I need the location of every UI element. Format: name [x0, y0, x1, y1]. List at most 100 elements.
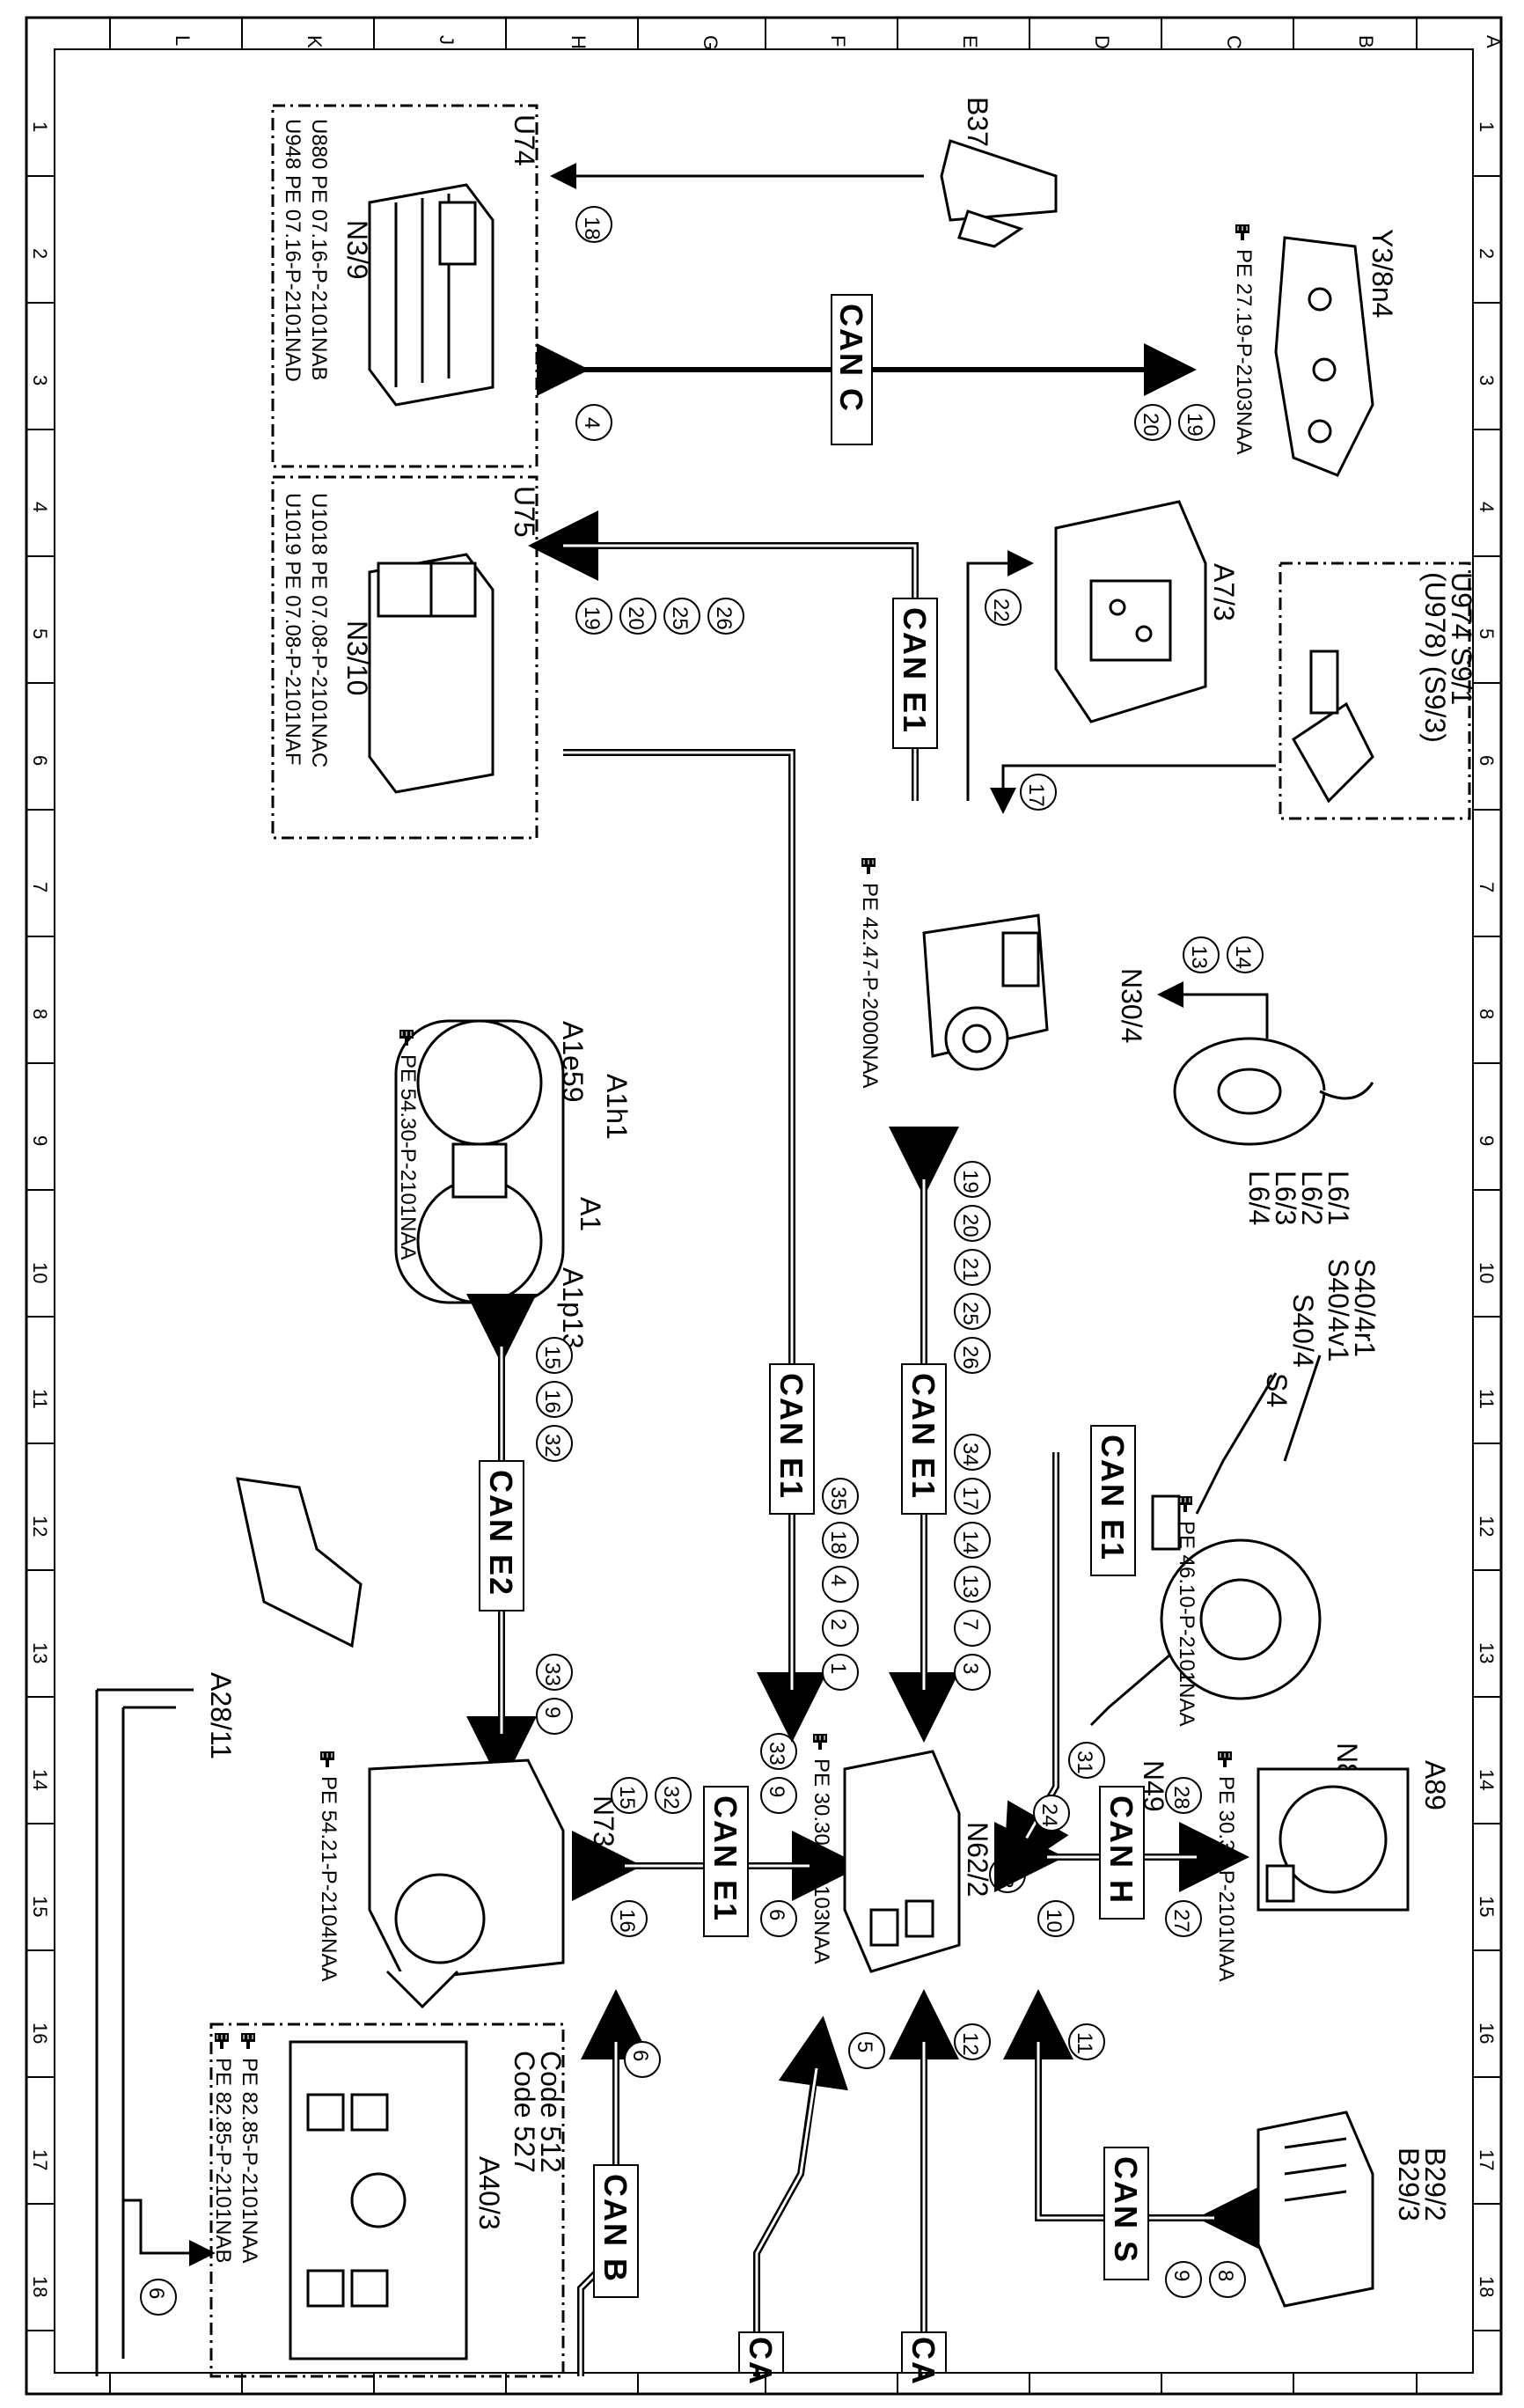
signal-18-top: 18: [575, 206, 612, 243]
can-e1-mid-label: CAN E1: [905, 1373, 942, 1500]
a40-3-head-unit-icon: [289, 2040, 468, 2360]
n3-10-ref2: U1019 PE 07.08-P-2101NAF: [281, 493, 304, 766]
signal-16-b: 16: [611, 1900, 648, 1937]
l6-3-label: L6/3: [1270, 1171, 1301, 1225]
signal-9-b: 9: [760, 1777, 797, 1814]
svg-text:4: 4: [29, 502, 51, 512]
signal-19-b: 19: [575, 598, 612, 635]
signal-17-a: 17: [1020, 774, 1057, 811]
svg-text:15: 15: [615, 1786, 639, 1810]
svg-text:17: 17: [29, 2149, 51, 2170]
grid-label: F: [827, 35, 849, 47]
can-h-label: CAN H: [1103, 1795, 1139, 1905]
l6-2-label: L6/2: [1296, 1171, 1328, 1225]
svg-text:19: 19: [958, 1170, 982, 1193]
svg-text:2: 2: [29, 248, 51, 259]
svg-text:13: 13: [1476, 1642, 1498, 1663]
svg-text:6: 6: [628, 2050, 652, 2061]
svg-text:13: 13: [958, 1575, 982, 1598]
signal-26-c: 26: [954, 1337, 991, 1374]
svg-text:33: 33: [540, 1663, 564, 1686]
svg-text:12: 12: [958, 2032, 982, 2056]
svg-text:25: 25: [958, 1302, 982, 1325]
signal-8: 8: [1209, 2261, 1246, 2298]
svg-text:3: 3: [29, 375, 51, 385]
l6-wheel-sensor-icon: [1173, 1037, 1374, 1146]
signal-6-c: 6: [140, 2279, 177, 2316]
a89-ref: PE 30.30-P-2101NAA: [1214, 1776, 1238, 1981]
can-e1-left-box: [769, 1363, 815, 1515]
can-e1-top-label: CAN E1: [897, 607, 933, 734]
can-cut1-line: [753, 2015, 848, 2376]
can-e1-n73-box: [703, 1786, 749, 1937]
grid-col-labels: 1 2 3 4 5 6 7 8 9 10 11 12 13 14 15 16 1…: [29, 121, 1498, 2297]
a28-11-label: A28/11: [205, 1672, 237, 1759]
svg-text:5: 5: [29, 628, 51, 639]
signal-2: 2: [822, 1610, 859, 1647]
signal-25-b: 25: [663, 598, 700, 635]
signal-5: 5: [848, 2032, 885, 2069]
signal-32-a: 32: [536, 1425, 573, 1462]
svg-text:4: 4: [1476, 502, 1498, 512]
signal-4-top: 4: [575, 404, 612, 441]
a40-3-ref2: PE 82.85-P-2101NAB: [211, 2058, 235, 2263]
n3-9-ref2: U948 PE 07.16-P-2101NAD: [281, 119, 304, 382]
svg-text:32: 32: [659, 1786, 683, 1810]
can-e1-right-label: CAN E1: [1095, 1435, 1131, 1561]
svg-text:28: 28: [1169, 1786, 1193, 1810]
svg-text:26: 26: [712, 606, 736, 630]
l6-signal-line: [1157, 981, 1269, 1039]
signal-32-b: 32: [655, 1777, 692, 1814]
svg-text:2: 2: [826, 1619, 850, 1630]
svg-text:1: 1: [1476, 121, 1498, 132]
signal-20-b: 20: [619, 598, 656, 635]
svg-text:32: 32: [540, 1434, 564, 1457]
grid-label: G: [700, 35, 722, 50]
svg-text:18: 18: [580, 217, 604, 240]
signal-17-b: 17: [954, 1478, 991, 1515]
grid-label: H: [568, 35, 590, 49]
svg-text:20: 20: [958, 1214, 982, 1237]
a40-3-box: [209, 2023, 565, 2378]
svg-text:10: 10: [1476, 1262, 1498, 1283]
b37-label: B37: [962, 97, 993, 147]
svg-text:19: 19: [580, 606, 604, 630]
a28-11-to-a40-line: [97, 1688, 202, 2253]
svg-text:14: 14: [1231, 945, 1255, 969]
s40-4v1-label: S40/4v1: [1323, 1259, 1354, 1362]
svg-text:23: 23: [993, 1865, 1017, 1889]
svg-text:9: 9: [1476, 1135, 1498, 1146]
can-h-box: [1099, 1786, 1145, 1920]
svg-text:17: 17: [1024, 783, 1048, 807]
svg-text:1: 1: [826, 1663, 850, 1674]
svg-text:11: 11: [1073, 2032, 1096, 2054]
svg-text:8: 8: [1476, 1009, 1498, 1019]
n80-ref: PE 46.10-P-2101NAA: [1175, 1521, 1198, 1726]
can-cut2-box: [901, 2331, 947, 2374]
signal-15-a: 15: [536, 1337, 573, 1374]
can-e2-box: [479, 1460, 524, 1611]
signal-22: 22: [985, 589, 1022, 626]
signal-14-b: 14: [954, 1522, 991, 1559]
svg-text:2: 2: [1476, 248, 1498, 259]
n3-9-label: N3/9: [341, 220, 373, 280]
signal-19-c: 19: [954, 1161, 991, 1198]
grid-label: B: [1355, 35, 1377, 48]
n3-10-label: N3/10: [341, 620, 373, 695]
can-e1-top-line: [528, 510, 919, 801]
svg-text:15: 15: [29, 1896, 51, 1917]
signal-16-a: 16: [536, 1381, 573, 1418]
svg-text:15: 15: [1476, 1896, 1498, 1917]
signal-33-b: 33: [760, 1733, 797, 1770]
signal-4-b: 4: [822, 1566, 859, 1603]
l6-1-label: L6/1: [1323, 1171, 1354, 1225]
svg-text:21: 21: [958, 1258, 982, 1281]
n30-4-module-icon: [922, 914, 1049, 1071]
can-s-label: CAN S: [1108, 2156, 1144, 2264]
svg-text:16: 16: [615, 1909, 639, 1933]
can-e1-n73-label: CAN E1: [707, 1795, 744, 1922]
a7-3-signal-line: [966, 550, 1034, 801]
svg-text:8: 8: [1213, 2270, 1237, 2281]
svg-text:6: 6: [144, 2287, 168, 2299]
